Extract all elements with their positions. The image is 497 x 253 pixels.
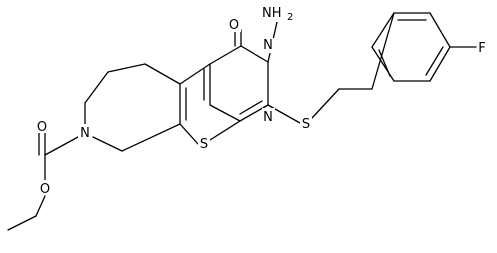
bond [429,46,451,82]
bond [92,136,123,152]
bond [209,45,242,65]
bond [209,104,241,122]
bond [179,63,211,85]
bond [84,71,109,104]
amino-subscript: 2 [287,12,293,23]
bond [311,88,340,119]
bond [425,46,444,76]
amino-label: NH [262,6,282,21]
thiophene-sulfur-label: S [200,137,208,152]
bond [240,45,269,63]
bond [144,63,181,85]
ring-nitrogen-bottom-label: N [263,110,273,125]
ester-oxygen-label: O [40,182,50,197]
bond [371,12,395,48]
bond [371,12,395,90]
piperidine-nitrogen-label: N [80,126,90,141]
bond [44,136,79,156]
bond [239,100,263,115]
ring-nitrogen-top-label: N [263,38,273,53]
bond [121,123,181,152]
bond [209,120,241,141]
bond [179,123,199,145]
bond [378,49,391,77]
carbonyl-oxygen-label: O [229,18,239,33]
bonds [7,12,477,231]
ester-carbonyl-oxygen-label: O [37,120,47,135]
bond [7,215,37,231]
bond [35,195,46,217]
bond [107,63,146,73]
bond [239,104,269,122]
bond [429,12,451,48]
atom-labels: O NH 2 N N S S N O O F [35,4,489,197]
fluorine-label: F [478,41,485,56]
thioether-sulfur-label: S [302,117,310,132]
